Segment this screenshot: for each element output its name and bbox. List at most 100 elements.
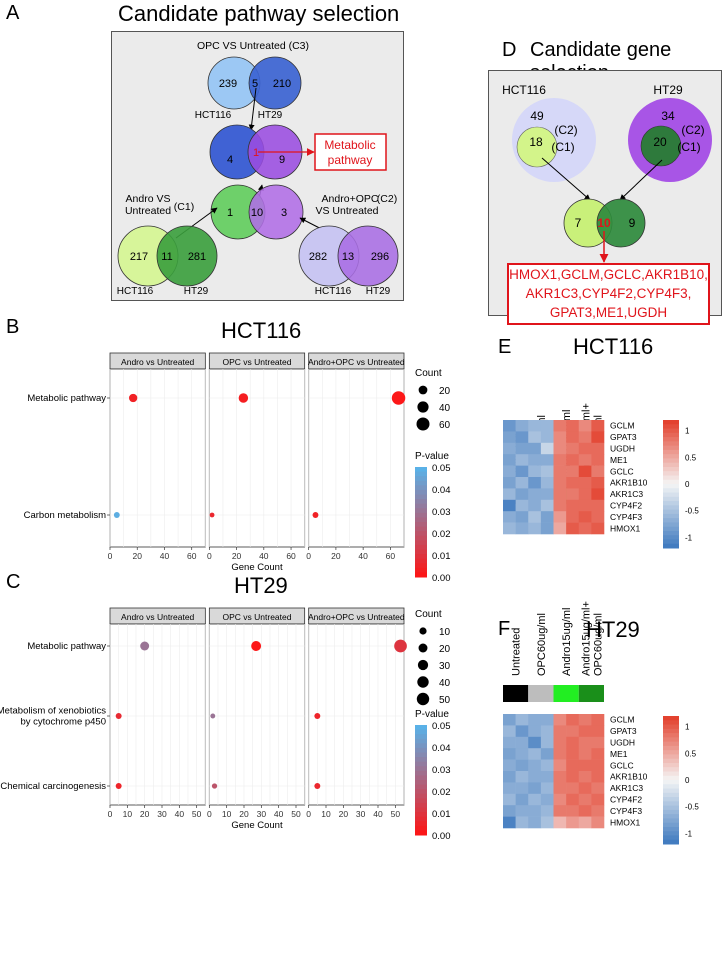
heat-cell bbox=[578, 511, 592, 523]
color-legend-step bbox=[415, 544, 427, 550]
x-tick-label: 0 bbox=[108, 551, 113, 561]
d-ht-inner-count: 20 bbox=[653, 135, 667, 149]
heat-cell bbox=[540, 499, 554, 512]
heat-cell bbox=[578, 805, 592, 817]
heat-cell bbox=[578, 816, 592, 829]
right-venn-left-cell: HCT116 bbox=[315, 286, 352, 297]
x-tick-label: 20 bbox=[331, 551, 341, 561]
heat-cell bbox=[540, 488, 554, 501]
heat-cell bbox=[591, 782, 605, 795]
candidate-genes-line-2: AKR1C3,CYP4F2,CYP4F3, bbox=[525, 286, 692, 301]
heat-cell bbox=[540, 793, 554, 806]
group-label: OPC60ug/ml bbox=[592, 613, 604, 676]
mid-venn-overlap-count: 1 bbox=[253, 147, 259, 159]
heat-cell bbox=[566, 431, 580, 444]
heat-legend-label: 1 bbox=[685, 427, 690, 436]
color-legend-label: 0.04 bbox=[432, 743, 451, 754]
heat-legend-step bbox=[663, 543, 679, 549]
size-legend-dot bbox=[418, 643, 428, 653]
right-venn-label-1: Andro+OPC bbox=[322, 193, 379, 205]
data-point bbox=[140, 641, 150, 651]
color-legend-step bbox=[415, 793, 427, 799]
heat-cell bbox=[553, 725, 567, 738]
top-venn-right-circle bbox=[248, 56, 302, 110]
heat-cell bbox=[578, 488, 592, 501]
heat-legend-step bbox=[663, 449, 679, 455]
color-legend-step bbox=[415, 798, 427, 804]
panel-a-letter: A bbox=[6, 2, 20, 24]
heat-cell bbox=[591, 488, 605, 501]
color-legend-step bbox=[415, 825, 427, 831]
heat-legend-step bbox=[663, 771, 679, 777]
d-hct-outer-tag: (C2) bbox=[554, 123, 577, 137]
heat-cell bbox=[503, 477, 516, 489]
heat-cell bbox=[540, 725, 554, 738]
heat-cell bbox=[515, 431, 529, 444]
x-tick-label: 30 bbox=[356, 809, 366, 819]
heat-cell bbox=[540, 805, 554, 817]
color-legend-label: 0.01 bbox=[432, 551, 451, 562]
gene-label: AKR1C3 bbox=[610, 489, 643, 499]
size-legend-label: 40 bbox=[439, 678, 451, 689]
top-venn-right-count: 210 bbox=[273, 78, 291, 90]
heat-cell bbox=[515, 477, 529, 489]
heat-cell bbox=[578, 736, 592, 749]
heat-legend-step bbox=[663, 437, 679, 442]
heat-cell bbox=[515, 805, 529, 817]
heat-cell bbox=[578, 442, 592, 455]
metabolic-label-1: Metabolic bbox=[324, 138, 375, 152]
heat-legend-label: -1 bbox=[685, 829, 693, 838]
heat-cell bbox=[515, 759, 529, 772]
d-left-arrow bbox=[541, 157, 591, 201]
heat-cell bbox=[578, 725, 592, 738]
gene-label: UGDH bbox=[610, 738, 635, 748]
gene-label: HMOX1 bbox=[610, 817, 641, 827]
heat-cell bbox=[503, 420, 516, 432]
heat-legend-step bbox=[663, 775, 679, 781]
heat-legend-step bbox=[663, 530, 679, 536]
heat-legend-step bbox=[663, 788, 679, 794]
heat-legend-label: 0 bbox=[685, 480, 690, 489]
gene-label: UGDH bbox=[610, 444, 635, 454]
heat-legend-step bbox=[663, 822, 679, 828]
color-legend-step bbox=[415, 480, 427, 486]
panel-c-letter: C bbox=[6, 571, 21, 593]
gene-label: CYP4F3 bbox=[610, 512, 642, 522]
heat-cell bbox=[528, 793, 542, 806]
heat-legend-step bbox=[663, 784, 679, 790]
heat-cell bbox=[578, 782, 592, 795]
group-color-bar bbox=[553, 685, 579, 702]
mid-venn-right-count: 9 bbox=[279, 154, 285, 166]
facet-label: OPC vs Untreated bbox=[223, 612, 292, 622]
heat-cell bbox=[578, 454, 592, 466]
pathway-label: Metabolic pathway bbox=[27, 393, 106, 404]
heat-cell bbox=[578, 771, 592, 783]
heat-cell bbox=[566, 465, 580, 478]
heat-cell bbox=[578, 477, 592, 489]
heat-cell bbox=[528, 477, 542, 489]
data-point bbox=[113, 512, 120, 518]
heat-cell bbox=[515, 442, 529, 455]
heat-legend-label: -0.5 bbox=[685, 803, 699, 812]
data-point bbox=[314, 783, 321, 789]
color-legend-step bbox=[415, 780, 427, 786]
heat-cell bbox=[540, 522, 554, 535]
color-legend-step bbox=[415, 549, 427, 555]
left-venn-label-2: Untreated bbox=[125, 205, 171, 217]
heat-legend-step bbox=[663, 492, 679, 498]
x-tick-label: 50 bbox=[291, 809, 301, 819]
heat-cell bbox=[591, 420, 605, 432]
panel-b-title: HCT116 bbox=[221, 318, 302, 343]
x-tick-label: 20 bbox=[239, 809, 249, 819]
x-tick-label: 20 bbox=[133, 551, 143, 561]
pathway-label: Carbon metabolism bbox=[24, 510, 106, 521]
top-venn-left-count: 239 bbox=[219, 78, 237, 90]
heat-legend-step bbox=[663, 466, 679, 472]
heat-cell bbox=[515, 488, 529, 501]
heat-cell bbox=[503, 759, 516, 772]
heat-cell bbox=[566, 725, 580, 738]
heat-cell bbox=[566, 499, 580, 512]
color-legend-step bbox=[415, 812, 427, 818]
heat-cell bbox=[528, 771, 542, 783]
